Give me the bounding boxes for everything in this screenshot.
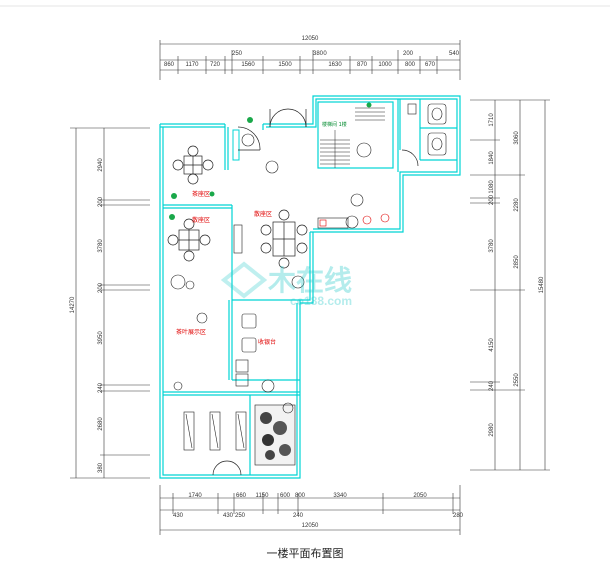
right-dim-1: 1710 <box>489 113 495 127</box>
left-dim-2: 200 <box>98 196 104 207</box>
top-dim-u3: 200 <box>403 51 414 57</box>
watermark-text: 木在线 <box>267 265 352 296</box>
tea-table-mid-left <box>167 218 211 262</box>
wall-cabinet <box>232 129 240 161</box>
bottom-dim-u5: 800 <box>295 493 306 499</box>
drawing-title: 一楼平面布置图 <box>266 547 344 560</box>
top-dim-u4: 540 <box>449 51 460 57</box>
top-dim-l4: 1560 <box>241 62 255 68</box>
bottom-dim-u4: 600 <box>280 493 291 499</box>
potted-plants <box>170 133 372 414</box>
label-service: 收银台 <box>258 338 276 346</box>
top-dim-l9: 800 <box>405 62 416 68</box>
label-upper-left: 茶座区 <box>192 190 210 198</box>
staircase <box>320 107 385 168</box>
bottom-dim-u3: 1150 <box>256 493 270 499</box>
tea-table-mid-center <box>260 209 308 269</box>
watermark-sub: co188.com <box>290 294 352 308</box>
top-overall-dim: 12050 <box>302 36 319 42</box>
display-benches <box>183 411 247 451</box>
top-dim-extra: 0 <box>323 51 327 57</box>
right-dim-5: 3780 <box>489 239 495 253</box>
doors <box>212 108 419 476</box>
counter-item <box>319 219 327 227</box>
left-dim-7: 2680 <box>98 417 104 431</box>
bottom-dim-l3: 250 <box>235 513 246 519</box>
green-plants <box>169 102 372 220</box>
garden-area <box>254 404 296 466</box>
bottom-dim-l1: 430 <box>173 513 184 519</box>
top-dim-l8: 1000 <box>378 62 392 68</box>
top-dim-u2: 380 <box>313 51 324 57</box>
top-dim-l3: 720 <box>210 62 221 68</box>
right-dim-7: 240 <box>489 380 495 391</box>
left-dim-8: 380 <box>98 462 104 473</box>
top-dimensions <box>159 40 461 80</box>
right-overall-dim: 15480 <box>539 276 545 293</box>
toilets <box>407 103 447 156</box>
right-dim-3: 1080 <box>489 180 495 194</box>
bottom-dim-l4: 240 <box>293 513 304 519</box>
right-dim-8: 2980 <box>489 423 495 437</box>
walls <box>159 95 461 479</box>
top-dim-l7: 870 <box>357 62 368 68</box>
left-dim-6: 240 <box>98 382 104 393</box>
top-dim-l10: 670 <box>425 62 436 68</box>
right-dim-6: 4150 <box>489 338 495 352</box>
top-dim-l2: 1170 <box>186 62 200 68</box>
right-dim-4: 200 <box>489 194 495 205</box>
bottom-dim-u7: 2050 <box>413 493 427 499</box>
top-dim-l5: 1500 <box>278 62 292 68</box>
left-dim-5: 3950 <box>98 331 104 345</box>
right-mid-dim-3: 2850 <box>514 255 520 269</box>
watermark: 木在线 co188.com <box>220 261 352 308</box>
top-dim-l6: 1630 <box>328 62 342 68</box>
bottom-dim-u2: 660 <box>236 493 247 499</box>
bottom-dim-l5: 280 <box>453 513 464 519</box>
top-dim-l1: 860 <box>164 62 175 68</box>
bottom-overall-dim: 12050 <box>302 523 319 529</box>
left-dim-1: 2940 <box>98 158 104 172</box>
armchairs <box>235 313 275 393</box>
right-mid-dim-4: 2550 <box>514 373 520 387</box>
bottom-dim-u6: 3340 <box>333 493 347 499</box>
red-stools <box>362 213 390 225</box>
bottom-dimensions <box>159 485 461 535</box>
right-dimensions <box>470 99 550 471</box>
left-dim-4: 200 <box>98 282 104 293</box>
right-mid-dim-1: 3060 <box>514 131 520 145</box>
label-tea-area: 茶叶展示区 <box>176 328 206 336</box>
bottom-dim-u1: 1740 <box>188 493 202 499</box>
left-overall-dim: 14270 <box>70 296 76 313</box>
label-mid-center: 散座区 <box>254 210 272 218</box>
right-mid-dim-2: 2280 <box>514 198 520 212</box>
display-shelf <box>233 224 243 254</box>
left-dim-3: 3780 <box>98 239 104 253</box>
top-dim-u1: 250 <box>232 51 243 57</box>
label-mid-left: 散座区 <box>192 216 210 224</box>
bottom-dim-l2: 430 <box>223 513 234 519</box>
stair-label: 楼梯间 1楼 <box>322 121 347 128</box>
tea-table-upper-left <box>172 145 214 185</box>
left-dimensions <box>70 127 150 479</box>
service-counter <box>317 217 349 229</box>
right-dim-2: 1840 <box>489 151 495 165</box>
